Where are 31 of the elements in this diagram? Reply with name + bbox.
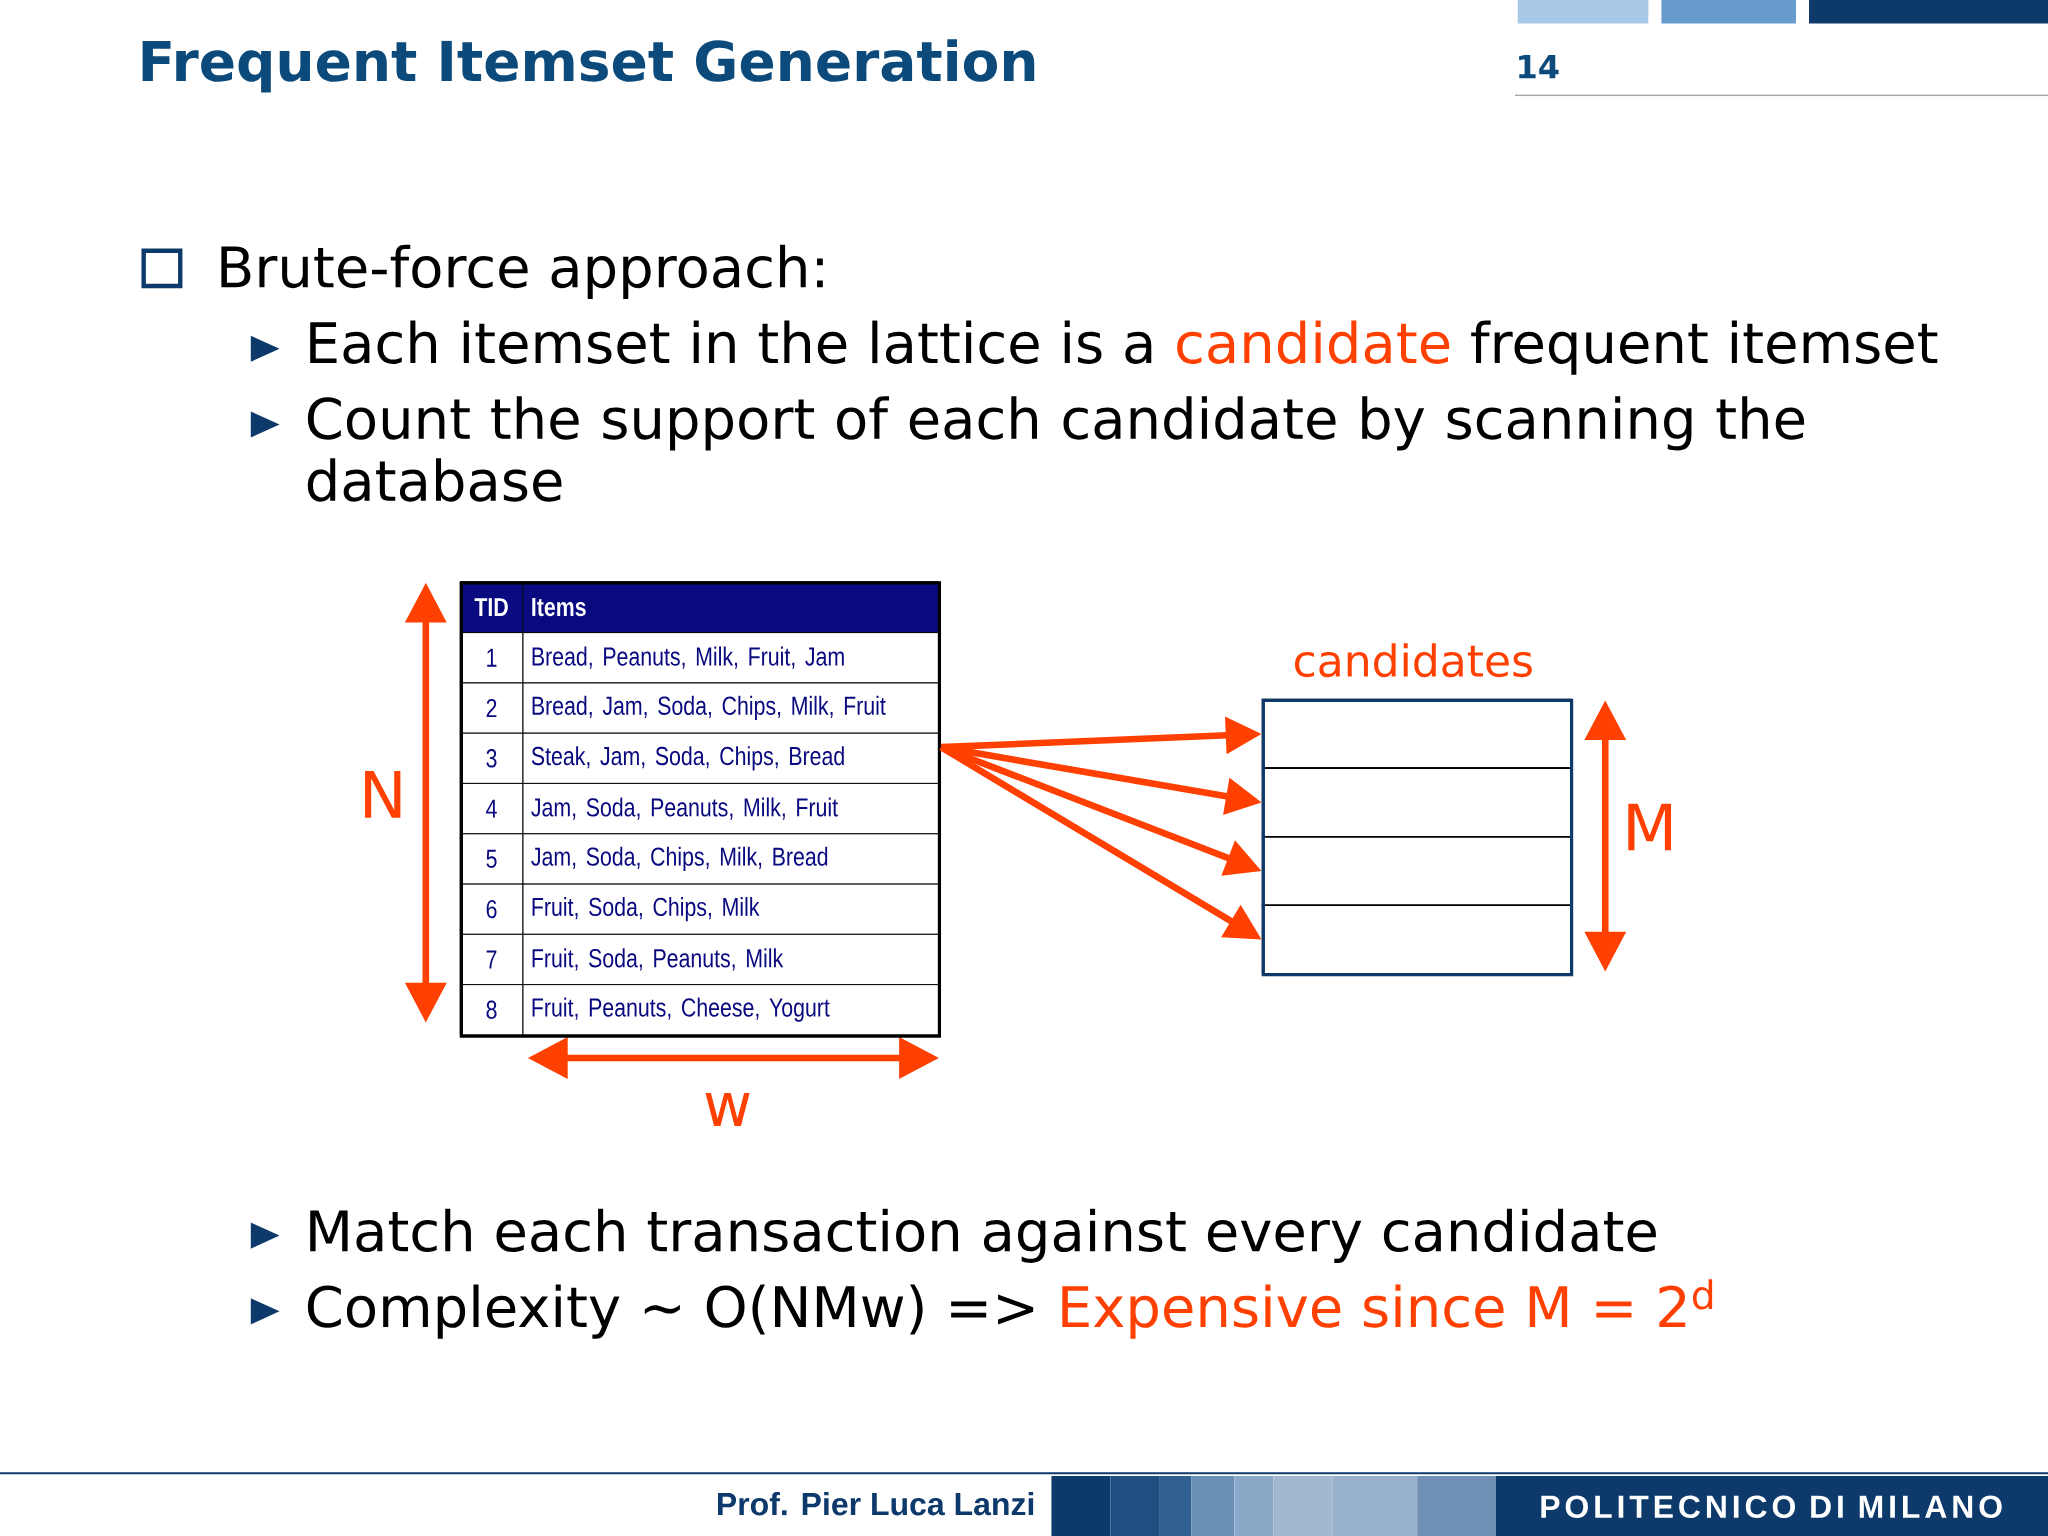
dimension-label: M — [1628, 803, 1671, 851]
table-cell: 7 — [459, 933, 524, 985]
table-cell: 4 — [459, 783, 524, 835]
table-cell: 6 — [459, 883, 524, 935]
table-cell: Jam, Soda, Chips, Milk, Bread — [522, 833, 939, 885]
table-cell: Bread, Peanuts, Milk, Fruit, Jam — [522, 632, 939, 684]
table-cell: Fruit, Peanuts, Cheese, Yogurt — [522, 984, 939, 1036]
node-label: candidates — [1295, 643, 1532, 678]
table-cell: 2 — [459, 682, 524, 734]
slide-title: Frequent Itemset Generation — [142, 39, 1035, 93]
bullet-text: Each itemset in the lattice is a candidate frequent itemset — [310, 320, 1938, 375]
table-cell: 5 — [459, 833, 524, 885]
table-cell: Steak, Jam, Soda, Chips, Bread — [522, 732, 939, 784]
table-cell: Jam, Soda, Peanuts, Milk, Fruit — [522, 783, 939, 835]
table-cell: 3 — [459, 732, 524, 784]
table-cell: 8 — [459, 984, 524, 1036]
university-name: POLITECNICO DI MILANO — [1541, 1495, 2002, 1519]
dimension-label: w — [705, 1093, 750, 1126]
table-cell: 1 — [459, 632, 524, 684]
bullet-text: Brute-force approach: — [221, 244, 823, 299]
bullet-text: Complexity ~ O(NMw) => Expensive since M = 2$^{d}$ — [307, 1279, 1713, 1339]
bullet-text: Match each transaction against every candidate — [310, 1208, 1656, 1263]
author-name: Prof. Pier Luca Lanzi — [718, 1491, 1034, 1516]
table-cell: Fruit, Soda, Chips, Milk — [522, 883, 939, 935]
table-cell: Fruit, Soda, Peanuts, Milk — [522, 933, 939, 985]
data-table — [459, 581, 942, 1038]
table-cell: Bread, Jam, Soda, Chips, Milk, Fruit — [522, 682, 939, 734]
bullet-text: Count the support of each candidate by scanning the database — [307, 396, 1805, 502]
dimension-label: N — [365, 771, 401, 818]
candidates-frame: candidates — [1261, 643, 1574, 977]
page-number: 14 — [1519, 55, 1559, 79]
